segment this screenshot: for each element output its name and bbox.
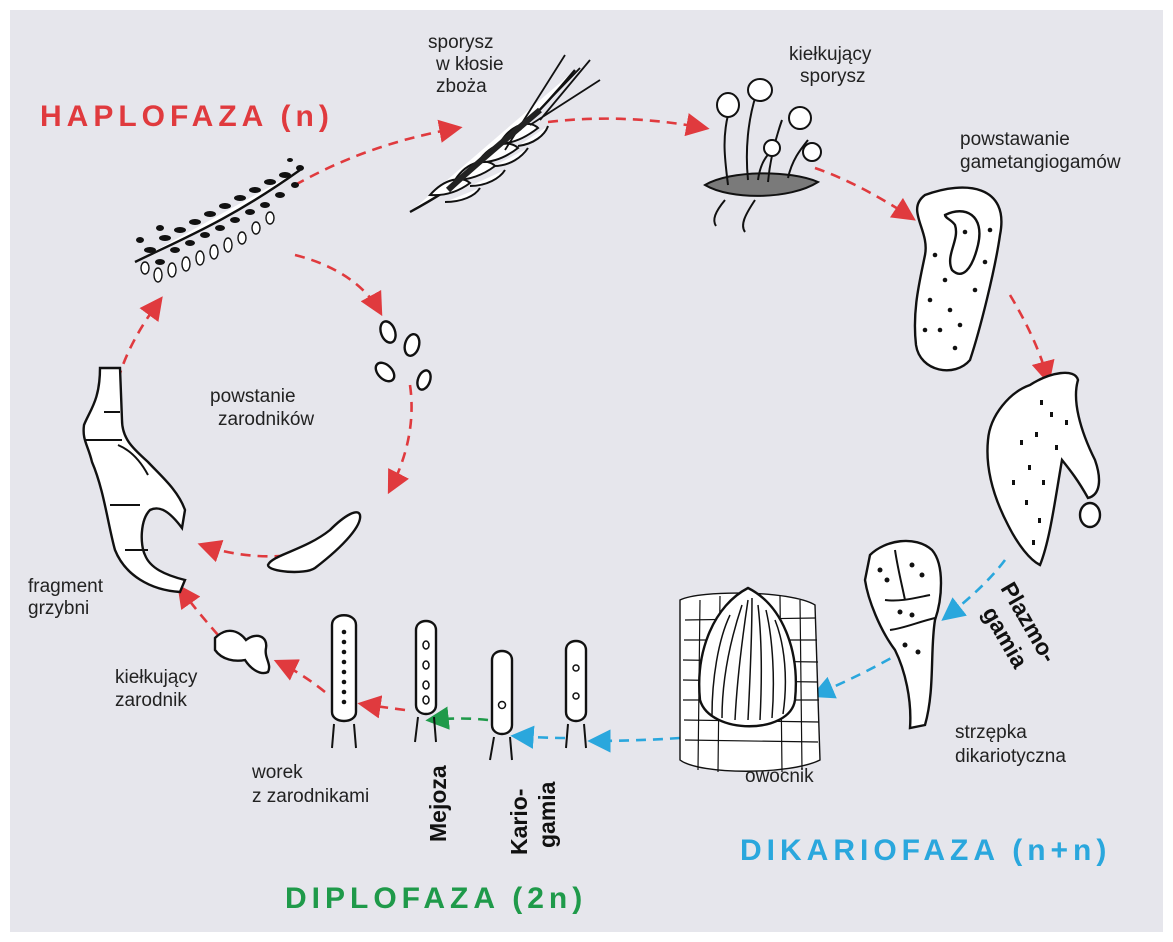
ascus-karyogamy-1 xyxy=(566,641,586,748)
label-kariogamia-line1: Kario- xyxy=(506,789,532,855)
arrow-ascospores-down xyxy=(390,385,412,490)
arrow-germ-spore-to-mycelium xyxy=(180,588,218,635)
label-mejoza-text: Mejoza xyxy=(425,765,451,842)
label-owocnik: owocnik xyxy=(745,766,814,787)
mycelium-fragment-illustration xyxy=(84,368,185,592)
label-powstanie-line1: powstanie xyxy=(210,386,296,407)
arrow-sclerotium-to-gametangia xyxy=(815,168,912,218)
arrow-ascus-to-ascus xyxy=(362,704,405,710)
arrow-ascus-to-germ-spore xyxy=(278,662,325,692)
label-powstawanie-line1: powstawanie xyxy=(960,129,1070,150)
ascus-meiosis xyxy=(415,621,436,742)
label-fragment-line2: grzybni xyxy=(28,598,89,619)
arrow-ascus-karyogamy xyxy=(515,736,565,738)
label-strzepka-line2: dikariotyczna xyxy=(955,746,1066,767)
arrow-mycelium-to-spores xyxy=(118,300,160,380)
arrow-spores-to-ascospores xyxy=(295,255,380,312)
label-worek-line1: worek xyxy=(251,762,303,783)
label-fragment-line1: fragment xyxy=(28,576,104,597)
phase-diploid-label: DIPLOFAZA (2n) xyxy=(285,882,587,915)
diploid-arrows xyxy=(430,719,488,721)
phase-haploid-label: HAPLOFAZA (n) xyxy=(40,100,334,133)
phase-dikaryotic-label: DIKARIOFAZA (n+n) xyxy=(740,834,1111,867)
label-powstanie-line2: zarodników xyxy=(218,409,314,430)
spore-cluster-illustration xyxy=(135,158,304,282)
arrow-ear-to-sclerotium xyxy=(548,119,705,128)
dikaryotic-hypha-illustration xyxy=(865,541,941,728)
arrow-meiosis xyxy=(430,719,488,721)
arrow-gametangia-to-fusion xyxy=(1010,295,1048,380)
arrow-fruitbody-to-ascus xyxy=(592,738,680,741)
arrow-spores-to-ear xyxy=(295,128,458,185)
label-kielkujacy-sporysz-line2: sporysz xyxy=(800,66,865,87)
fruiting-body-illustration xyxy=(680,588,820,772)
label-worek-line2: z zarodnikami xyxy=(252,786,369,807)
arrow-hypha-to-fruitbody xyxy=(815,650,905,695)
ascospores-illustration xyxy=(268,319,433,572)
label-kielkujacy-sporysz-line1: kiełkujący xyxy=(789,44,872,65)
germinating-ascospore-illustration xyxy=(215,631,269,673)
label-sporysz-line2: w kłosie xyxy=(435,54,504,75)
plasmogamy-illustration xyxy=(987,373,1100,565)
gametangia-illustration xyxy=(915,188,1001,371)
label-kariogamia-line2: gamia xyxy=(534,781,560,848)
ascus-karyogamy-2 xyxy=(490,651,512,760)
label-sporysz-line1: sporysz xyxy=(428,32,493,53)
label-kielkujacy-zarodnik-line2: zarodnik xyxy=(115,690,187,711)
label-powstawanie-line2: gametangiogamów xyxy=(960,152,1121,173)
germinating-sclerotium-illustration xyxy=(705,79,821,232)
ascus-with-spores xyxy=(332,615,356,748)
label-strzepka-line1: strzępka xyxy=(955,722,1027,743)
label-kielkujacy-zarodnik-line1: kiełkujący xyxy=(115,667,198,688)
label-sporysz-line3: zboża xyxy=(436,76,487,97)
